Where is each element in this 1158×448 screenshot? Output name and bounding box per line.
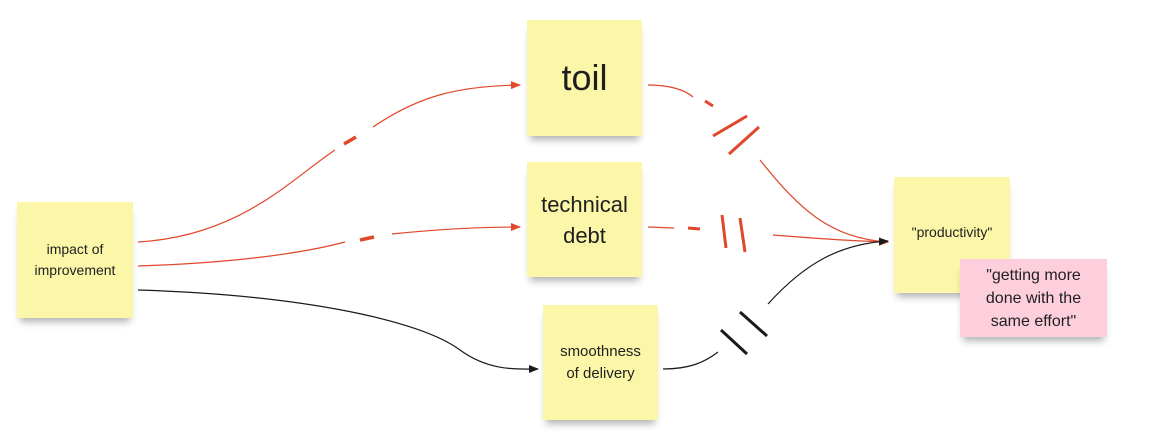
delay-mark-smoothness [719,310,768,356]
sticky-note-technical-debt[interactable]: technical debt [527,162,642,277]
edge-toil-to-productivity[interactable] [647,84,889,246]
sticky-note-smoothness-text: smoothness of delivery [560,342,641,382]
delay-mark-debt [720,214,747,253]
sticky-note-smoothness[interactable]: smoothness of delivery [543,305,658,420]
edge-impact-to-smoothness[interactable] [137,289,539,374]
sticky-note-toil[interactable]: toil [527,20,642,136]
sticky-note-impact-text: impact of improvement [34,241,116,278]
sticky-note-effort-text: "getting more done with the same effort" [985,266,1082,330]
edge-impact-to-toil[interactable] [137,81,521,243]
sticky-note-productivity-text: "productivity" [911,224,993,240]
delay-mark-toil [712,114,761,156]
edge-debt-to-productivity[interactable] [647,214,889,253]
sticky-note-toil-text: toil [561,57,608,98]
edge-impact-to-debt[interactable] [137,223,521,267]
sticky-note-technical-debt-text: technical debt [541,191,628,248]
sticky-note-effort[interactable]: "getting more done with the same effort" [960,259,1107,337]
sticky-note-impact[interactable]: impact of improvement [17,202,133,318]
edge-smoothness-to-productivity[interactable] [662,237,889,370]
